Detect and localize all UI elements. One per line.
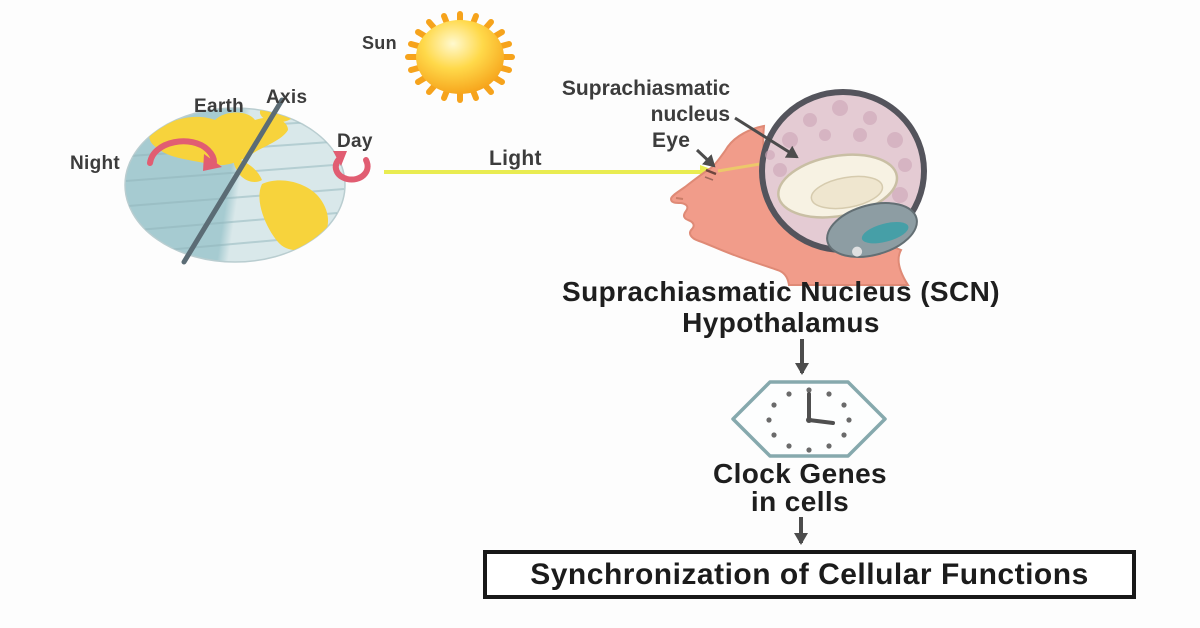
day-label: Day	[337, 131, 373, 152]
cerebellum	[826, 202, 918, 258]
eye-pointer-arrow	[695, 148, 716, 168]
result-box: Synchronization of Cellular Functions	[483, 550, 1136, 599]
axis-line	[181, 97, 285, 265]
night-rotation-arrow	[147, 138, 222, 171]
clock-icon	[766, 387, 852, 453]
sun-label: Sun	[362, 33, 397, 53]
scn-hypothalamus-heading: Suprachiasmatic Nucleus (SCN) Hypothalam…	[531, 276, 1031, 338]
eye-label: Eye	[652, 129, 691, 152]
result-box-label: Synchronization of Cellular Functions	[530, 557, 1089, 591]
pointer-label-line1: Suprachiasmatic	[561, 77, 730, 100]
clock-hexagon	[731, 380, 887, 458]
axis-label: Axis	[266, 87, 308, 108]
brain	[759, 89, 927, 258]
day-rotation-arrow	[332, 151, 371, 183]
pointer-label-line2: nucleus	[650, 103, 730, 126]
head-illustration	[669, 89, 927, 286]
light-label: Light	[489, 147, 542, 170]
cortex-texture	[765, 100, 912, 222]
clock-genes-label: Clock Genes in cells	[650, 460, 950, 516]
scn-pointer-arrow	[734, 116, 799, 159]
scn-heading-line1: Suprachiasmatic Nucleus (SCN)	[562, 276, 1000, 307]
earth-illustration	[124, 97, 371, 265]
clock-genes-line2: in cells	[750, 486, 850, 517]
light-beam-arrow	[384, 165, 719, 179]
scn-heading-line2: Hypothalamus	[682, 307, 880, 338]
night-label: Night	[70, 153, 121, 174]
sun-icon	[405, 11, 515, 103]
suprachiasmatic-nucleus-pointer-label: Suprachiasmatic nucleus	[528, 76, 730, 128]
corpus-callosum	[777, 153, 899, 219]
clock-genes-line1: Clock Genes	[712, 458, 888, 489]
eye-detail	[675, 168, 717, 200]
earth-label: Earth	[194, 96, 245, 117]
